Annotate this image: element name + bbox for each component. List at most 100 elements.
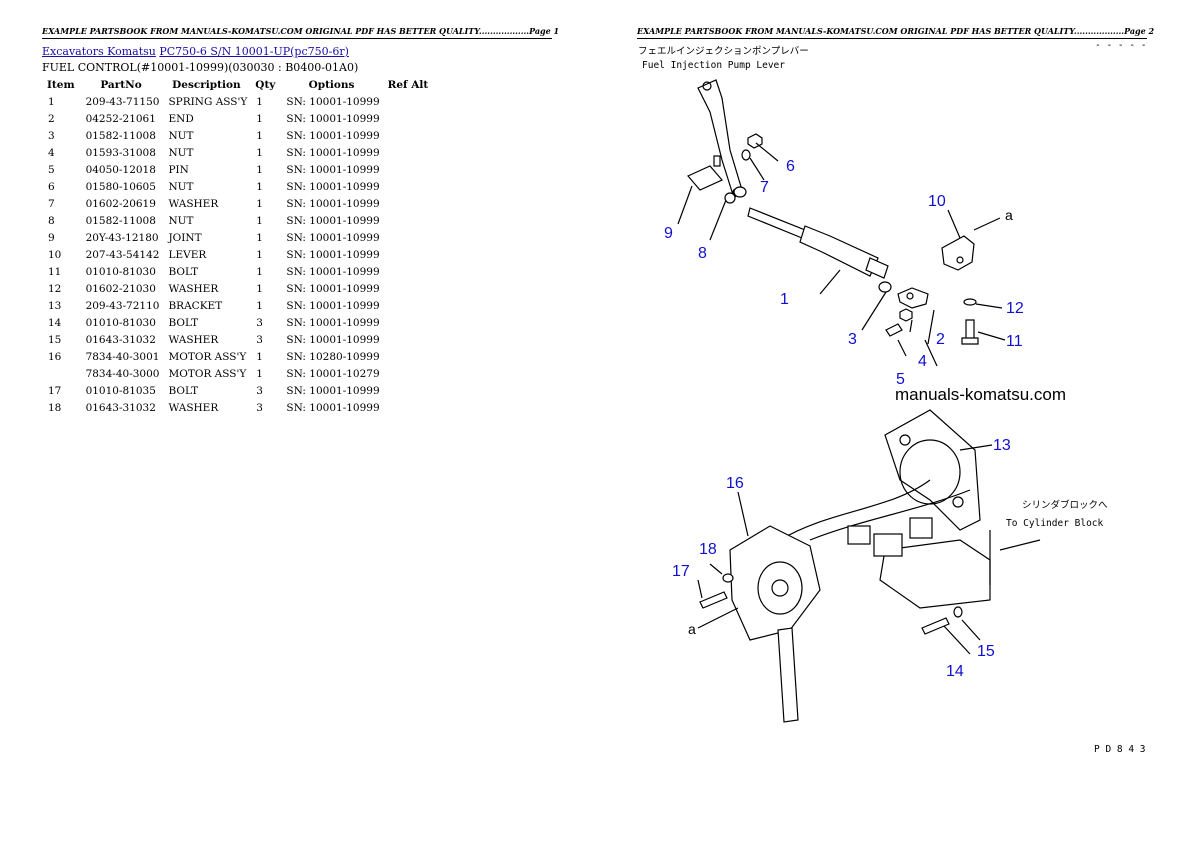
cell-options: SN: 10001-10999 xyxy=(286,112,380,125)
cell-ref-alt xyxy=(383,212,434,229)
cell-partno: 01602-20619 xyxy=(85,197,156,210)
cell-qty: 3 xyxy=(256,384,263,397)
callout-14: 14 xyxy=(946,663,964,680)
cell-item: 11 xyxy=(48,265,62,278)
diagram-title-en: Fuel Injection Pump Lever xyxy=(642,60,785,71)
cell-options: SN: 10001-10999 xyxy=(286,146,380,159)
cell-options: SN: 10001-10279 xyxy=(286,367,380,380)
cell-description: BRACKET xyxy=(168,299,223,312)
cell-partno: 01010-81030 xyxy=(85,265,156,278)
cell-description: MOTOR ASS'Y xyxy=(168,367,247,380)
cell-partno: 7834-40-3000 xyxy=(85,367,160,380)
cell-options: SN: 10001-10999 xyxy=(286,163,380,176)
breadcrumb-link-model[interactable]: PC750-6 S/N 10001-UP(pc750-6r) xyxy=(159,45,349,58)
cell-qty: 1 xyxy=(256,112,263,125)
cell-item: 4 xyxy=(48,146,55,159)
callout-17: 17 xyxy=(672,563,690,580)
cell-partno: 01010-81035 xyxy=(85,384,156,397)
cell-partno: 01582-11008 xyxy=(85,214,156,227)
cell-item: 3 xyxy=(48,129,55,142)
callout-13: 13 xyxy=(993,437,1011,454)
callout-2: 2 xyxy=(936,331,945,348)
cell-options: SN: 10001-10999 xyxy=(286,316,380,329)
cell-options: SN: 10001-10999 xyxy=(286,333,380,346)
cell-item: 7 xyxy=(48,197,55,210)
callout-11: 11 xyxy=(1006,333,1023,350)
cell-options: SN: 10001-10999 xyxy=(286,282,380,295)
cell-partno: 01010-81030 xyxy=(85,316,156,329)
cell-qty: 1 xyxy=(256,214,263,227)
cell-ref-alt xyxy=(383,246,434,263)
cell-qty: 1 xyxy=(256,197,263,210)
diagram-title-jp: フェエルインジェクションポンプレバー xyxy=(638,46,809,57)
cell-qty: 1 xyxy=(256,299,263,312)
cell-ref-alt xyxy=(383,144,434,161)
callout-10: 10 xyxy=(928,193,946,210)
callout-1: 1 xyxy=(780,291,789,308)
cell-description: NUT xyxy=(168,214,194,227)
cell-qty: 1 xyxy=(256,248,263,261)
cell-ref-alt xyxy=(383,297,434,314)
cell-partno: 207-43-54142 xyxy=(85,248,160,261)
cell-options: SN: 10001-10999 xyxy=(286,214,380,227)
breadcrumb-link-excavators[interactable]: Excavators Komatsu xyxy=(42,45,156,58)
callout-9: 9 xyxy=(664,225,673,242)
cell-ref-alt xyxy=(383,195,434,212)
cell-ref-alt xyxy=(383,314,434,331)
cell-item: 10 xyxy=(48,248,62,261)
cell-description: BOLT xyxy=(168,316,199,329)
column-header-description: Description xyxy=(172,78,241,91)
motor-bracket-drawing xyxy=(699,409,991,723)
callout-4: 4 xyxy=(918,353,927,370)
cell-description: END xyxy=(168,112,194,125)
cell-description: JOINT xyxy=(168,231,202,244)
column-header-item: Item xyxy=(47,78,75,91)
cell-ref-alt xyxy=(383,263,434,280)
cell-description: LEVER xyxy=(168,248,207,261)
cell-partno: 01602-21030 xyxy=(85,282,156,295)
page1-header: EXAMPLE PARTSBOOK FROM MANUALS-KOMATSU.C… xyxy=(42,26,559,39)
cell-ref-alt xyxy=(383,365,434,382)
cell-options: SN: 10280-10999 xyxy=(286,350,380,363)
cell-description: WASHER xyxy=(168,333,219,346)
callout-5: 5 xyxy=(896,371,905,388)
cell-options: SN: 10001-10999 xyxy=(286,299,380,312)
cell-description: WASHER xyxy=(168,197,219,210)
diagram-corner-code: - - - - - xyxy=(1095,40,1146,51)
cell-options: SN: 10001-10999 xyxy=(286,95,380,108)
callout-7: 7 xyxy=(760,179,769,196)
cell-options: SN: 10001-10999 xyxy=(286,384,380,397)
cell-description: NUT xyxy=(168,129,194,142)
cell-ref-alt xyxy=(383,110,434,127)
cell-partno: 20Y-43-12180 xyxy=(85,231,159,244)
cell-options: SN: 10001-10999 xyxy=(286,197,380,210)
cell-qty: 1 xyxy=(256,265,263,278)
cell-options: SN: 10001-10999 xyxy=(286,265,380,278)
column-header-partno: PartNo xyxy=(100,78,142,91)
cell-qty: 1 xyxy=(256,163,263,176)
cell-item: 13 xyxy=(48,299,62,312)
cell-description: WASHER xyxy=(168,282,219,295)
callout-a-top: a xyxy=(1005,207,1013,223)
column-header-options: Options xyxy=(308,78,355,91)
cell-qty: 1 xyxy=(256,350,263,363)
cell-item: 17 xyxy=(48,384,62,397)
cell-qty: 1 xyxy=(256,129,263,142)
cell-ref-alt xyxy=(383,280,434,297)
cell-item: 14 xyxy=(48,316,62,329)
cell-partno: 01643-31032 xyxy=(85,401,156,414)
diagram-footer-code: P D 8 4 3 1 2 xyxy=(1094,744,1150,755)
cell-options: SN: 10001-10999 xyxy=(286,401,380,414)
